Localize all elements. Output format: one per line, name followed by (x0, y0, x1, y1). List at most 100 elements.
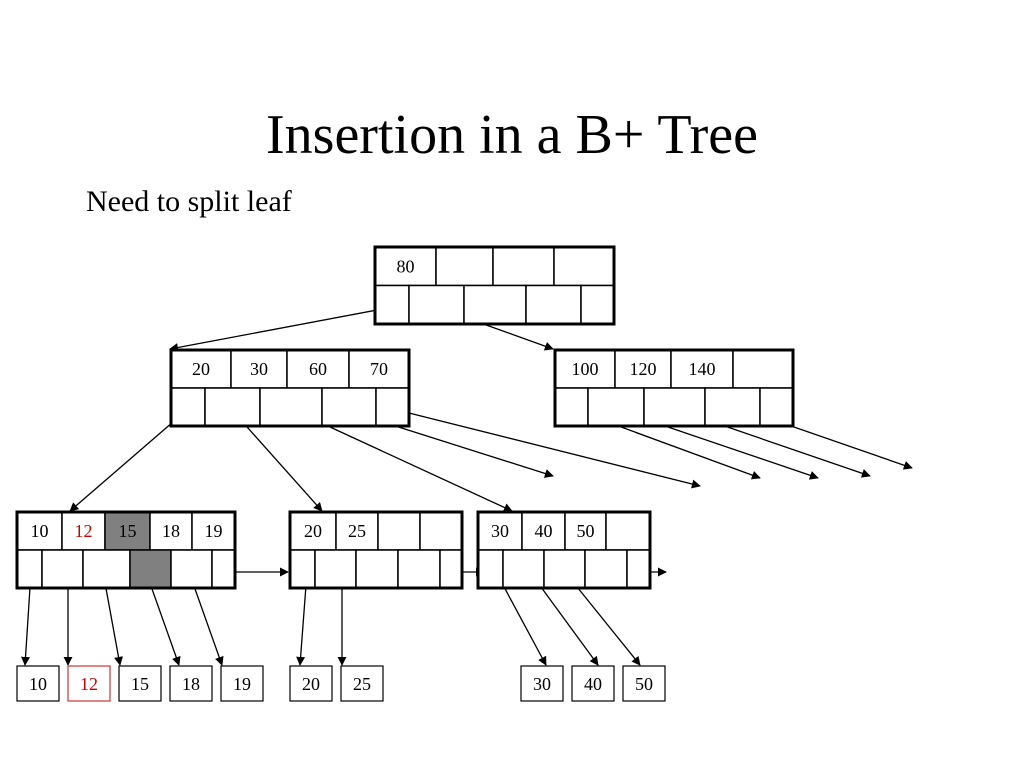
node-internal-right-border (553, 348, 795, 428)
node-leaf-1-pointer-3 (129, 549, 172, 589)
node-leaf-3-key-0: 30 (477, 511, 523, 551)
node-leaf-1-border (15, 510, 237, 590)
slide-subtitle: Need to split leaf (86, 185, 292, 218)
node-leaf-2-pointer-0 (289, 549, 316, 589)
node-root-pointer-3-box (525, 284, 582, 325)
record-18: 18 (169, 665, 213, 702)
node-leaf-2-pointer-3-box (397, 549, 441, 589)
node-internal-left-key-2: 60 (286, 349, 350, 389)
record-50: 50 (622, 665, 666, 702)
record-10-box (16, 665, 60, 702)
node-leaf-3-border (476, 510, 652, 590)
record-10-label: 10 (29, 674, 47, 694)
node-internal-right-pointer-3 (704, 387, 761, 427)
node-leaf-2-pointer-2-box (355, 549, 399, 589)
node-leaf-2-pointer-1-box (314, 549, 357, 589)
node-internal-right-key-0: 100 (554, 349, 616, 389)
node-root-key-1 (435, 246, 494, 287)
record-15-label: 15 (131, 674, 149, 694)
node-root-pointer-2 (463, 284, 527, 325)
node-leaf-2-key-0-label: 20 (304, 521, 322, 541)
node-root-pointer-1-box (408, 284, 465, 325)
node-leaf-1-key-3: 18 (149, 511, 193, 551)
record-40-label: 40 (584, 674, 602, 694)
node-internal-right-key-3-box (732, 349, 794, 389)
record-25-label: 25 (353, 674, 371, 694)
node-leaf-3-pointer-2-box (543, 549, 586, 589)
node-leaf-1-pointer-1 (41, 549, 84, 589)
node-internal-left-pointer-4-box (375, 387, 410, 427)
node-leaf-3-pointer-3 (584, 549, 628, 589)
record-20-label: 20 (302, 674, 320, 694)
node-leaf-1-key-3-box (149, 511, 193, 551)
node-leaf-2-pointer-1 (314, 549, 357, 589)
node-root-border (373, 245, 616, 326)
node-internal-left-pointer-3 (321, 387, 377, 427)
node-leaf-3-key-1: 40 (521, 511, 566, 551)
node-root-pointer-1 (408, 284, 465, 325)
record-19: 19 (220, 665, 264, 702)
node-internal-left-pointer-0 (170, 387, 206, 427)
node-root-pointer-4 (580, 284, 615, 325)
record-10: 10 (16, 665, 60, 702)
node-leaf-2-key-2-box (377, 511, 421, 551)
node-internal-left-key-3: 70 (348, 349, 410, 389)
node-internal-right-key-2-label: 140 (689, 359, 716, 379)
record-40: 40 (571, 665, 615, 702)
node-leaf-3-pointer-1-box (502, 549, 545, 589)
record-15-box (118, 665, 162, 702)
node-leaf-3-key-1-label: 40 (535, 521, 553, 541)
node-root-key-0: 80 (374, 246, 437, 287)
node-leaf-1-pointer-5 (211, 549, 236, 589)
node-internal-right-pointer-4-box (759, 387, 794, 427)
node-internal-right-pointer-0-box (554, 387, 589, 427)
node-leaf-1-pointer-3-box (129, 549, 172, 589)
node-internal-left-pointer-1 (204, 387, 261, 427)
record-19-label: 19 (233, 674, 251, 694)
node-internal-left-key-1-label: 30 (250, 359, 268, 379)
node-leaf-1-key-0: 10 (16, 511, 63, 551)
node-internal-right-key-1-label: 120 (630, 359, 657, 379)
record-19-box (220, 665, 264, 702)
record-50-box (622, 665, 666, 702)
node-leaf-3-pointer-0 (477, 549, 504, 589)
node-internal-right-pointer-1 (587, 387, 645, 427)
node-leaf-2-border (288, 510, 464, 590)
node-leaf-3-key-2: 50 (564, 511, 607, 551)
node-leaf-2-key-2 (377, 511, 421, 551)
node-internal-right-key-3 (732, 349, 794, 389)
node-root-key-3-box (553, 246, 615, 287)
node-internal-left-key-3-label: 70 (370, 359, 388, 379)
node-leaf-1-pointer-5-box (211, 549, 236, 589)
node-internal-left-pointer-2 (259, 387, 323, 427)
node-internal-right-pointer-2 (643, 387, 706, 427)
node-internal-left-key-2-label: 60 (309, 359, 327, 379)
node-root-pointer-2-box (463, 284, 527, 325)
record-18-box (169, 665, 213, 702)
node-internal-right-key-1: 120 (614, 349, 672, 389)
node-internal-right-key-1-box (614, 349, 672, 389)
record-20: 20 (289, 665, 333, 702)
node-leaf-3-key-2-box (564, 511, 607, 551)
pointer-arrow-2 (69, 408, 189, 512)
record-15: 15 (118, 665, 162, 702)
record-20-box (289, 665, 333, 702)
node-root-key-1-box (435, 246, 494, 287)
node-internal-right-pointer-1-box (587, 387, 645, 427)
node-internal-left-key-2-box (286, 349, 350, 389)
node-leaf-3-key-3-box (605, 511, 651, 551)
node-leaf-3-pointer-4-box (626, 549, 651, 589)
node-leaf-1-pointer-4 (170, 549, 213, 589)
node-leaf-2-pointer-3 (397, 549, 441, 589)
record-50-label: 50 (635, 674, 653, 694)
node-root-key-3 (553, 246, 615, 287)
node-leaf-3-pointer-4 (626, 549, 651, 589)
node-internal-left-pointer-0-box (170, 387, 206, 427)
node-root-pointer-0-box (374, 284, 410, 325)
node-leaf-2-key-3-box (419, 511, 463, 551)
node-internal-left-key-0-label: 20 (192, 359, 210, 379)
node-internal-left-key-1-box (230, 349, 288, 389)
slide-title: Insertion in a B+ Tree (266, 104, 758, 166)
node-internal-right-pointer-4 (759, 387, 794, 427)
